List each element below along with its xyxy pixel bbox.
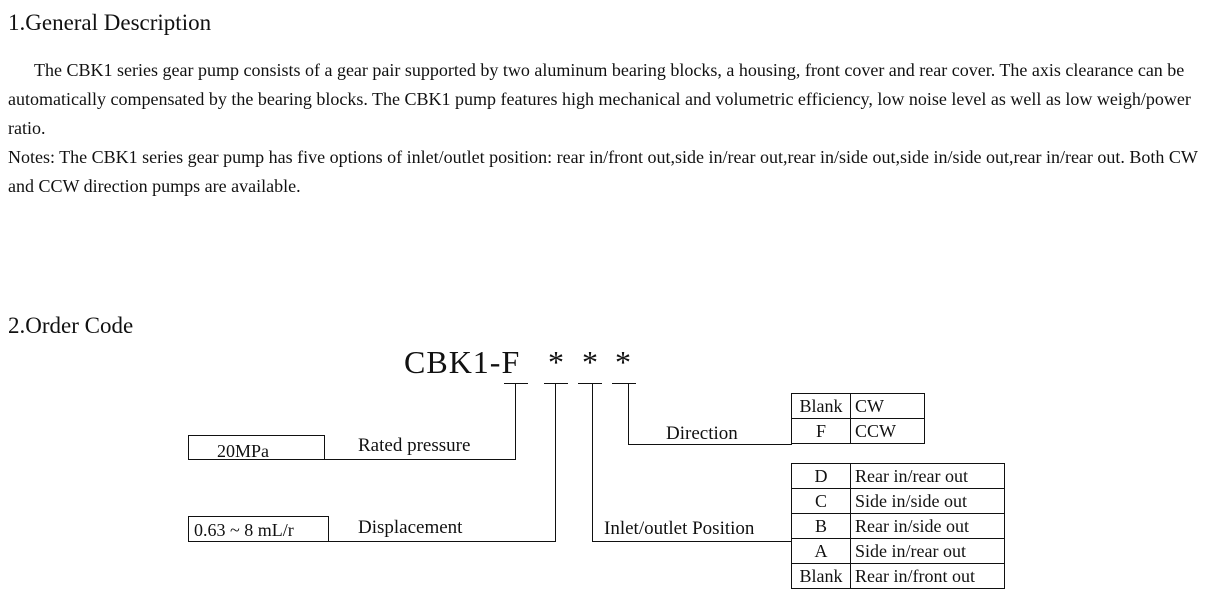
position-leader-vertical xyxy=(592,384,593,542)
underline-slot-3 xyxy=(612,383,636,384)
option-code: Blank xyxy=(791,563,851,589)
description-paragraph: The CBK1 series gear pump consists of a … xyxy=(8,60,1191,138)
section-1-heading: 1.General Description xyxy=(8,10,212,35)
order-code-slot-1: * xyxy=(548,344,565,380)
option-desc: CW xyxy=(850,393,925,419)
displacement-leader-horizontal xyxy=(328,541,556,542)
direction-label: Direction xyxy=(666,423,738,444)
option-code: B xyxy=(791,513,851,539)
order-code-base: CBK1-F xyxy=(404,344,521,380)
general-description-body: The CBK1 series gear pump consists of a … xyxy=(8,56,1213,201)
option-desc: CCW xyxy=(850,418,925,444)
displacement-value: 0.63 ~ 8 mL/r xyxy=(188,516,329,542)
section-2-heading: 2.Order Code xyxy=(8,313,134,338)
pressure-leader-vertical xyxy=(515,384,516,460)
option-desc: Rear in/front out xyxy=(850,563,1005,589)
underline-slot-2 xyxy=(578,383,602,384)
table-row: Blank Rear in/front out xyxy=(791,563,1005,589)
position-leader-horizontal xyxy=(592,541,792,542)
notes-paragraph: Notes: The CBK1 series gear pump has fiv… xyxy=(8,147,1198,196)
rated-pressure-label: Rated pressure xyxy=(358,435,471,456)
option-desc: Rear in/side out xyxy=(850,513,1005,539)
option-code: A xyxy=(791,538,851,564)
table-row: D Rear in/rear out xyxy=(791,463,1005,489)
order-code-slot-3: * xyxy=(615,344,632,380)
option-code: D xyxy=(791,463,851,489)
table-row: Blank CW xyxy=(791,393,925,419)
position-label: Inlet/outlet Position xyxy=(604,518,755,539)
table-row: A Side in/rear out xyxy=(791,538,1005,564)
pressure-leader-horizontal xyxy=(324,459,516,460)
table-row: F CCW xyxy=(791,418,925,444)
direction-options-table: Blank CW F CCW xyxy=(791,393,925,444)
direction-leader-vertical xyxy=(628,384,629,445)
displacement-leader-vertical xyxy=(555,384,556,542)
displacement-label: Displacement xyxy=(358,517,463,538)
order-code-slot-2: * xyxy=(582,344,599,380)
position-options-table: D Rear in/rear out C Side in/side out B … xyxy=(791,463,1005,589)
underline-base xyxy=(504,383,528,384)
option-desc: Side in/rear out xyxy=(850,538,1005,564)
rated-pressure-value: 20MPa xyxy=(188,435,325,461)
underline-slot-1 xyxy=(544,383,568,384)
option-desc: Rear in/rear out xyxy=(850,463,1005,489)
option-desc: Side in/side out xyxy=(850,488,1005,514)
table-row: B Rear in/side out xyxy=(791,513,1005,539)
option-code: Blank xyxy=(791,393,851,419)
option-code: F xyxy=(791,418,851,444)
table-row: C Side in/side out xyxy=(791,488,1005,514)
direction-leader-horizontal xyxy=(628,444,792,445)
option-code: C xyxy=(791,488,851,514)
